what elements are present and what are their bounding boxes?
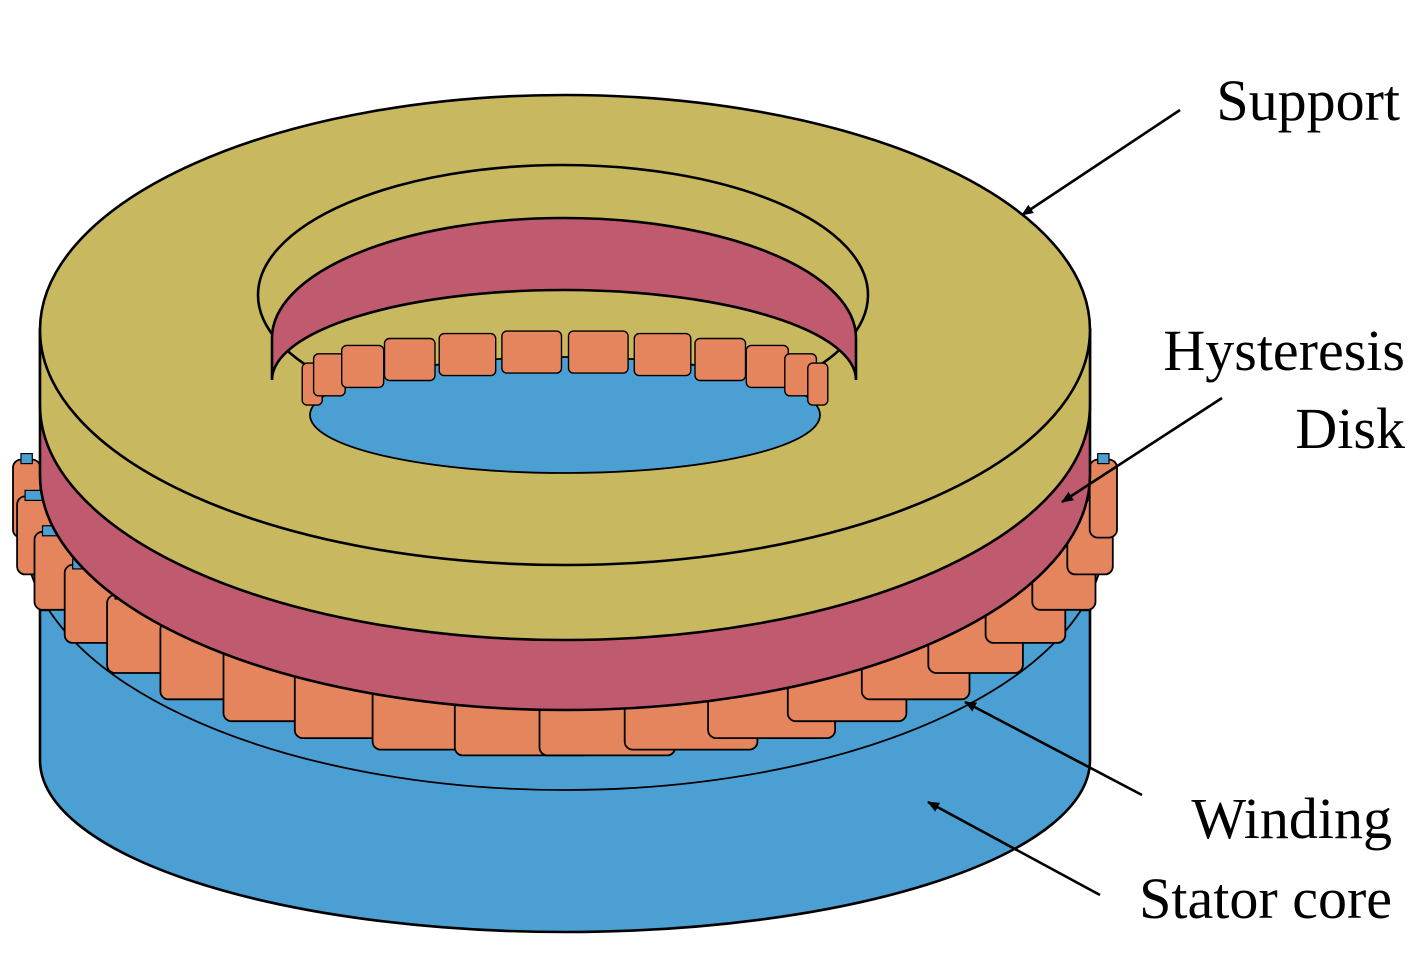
- inner-winding-coil: [633, 332, 692, 377]
- leader-arrows: [927, 108, 1223, 897]
- inner-winding-coil: [501, 330, 563, 374]
- winding-coil: [1088, 458, 1118, 539]
- winding-arrow: [964, 700, 1143, 797]
- winding-slot: [20, 453, 33, 465]
- hysteresis-label: Hysteresis: [1163, 318, 1405, 383]
- inner-winding-coil: [567, 330, 629, 374]
- inner-winding-coil: [438, 332, 497, 377]
- inner-winding-coil: [383, 337, 436, 382]
- disk-label: Disk: [1295, 396, 1405, 461]
- support-label: Support: [1216, 68, 1400, 133]
- hysteresis-arrow: [1061, 396, 1223, 504]
- winding-label: Winding: [1191, 786, 1392, 851]
- inner-winding-coil: [694, 337, 747, 382]
- support: [38, 93, 1092, 642]
- inner-winding-coil: [807, 362, 829, 406]
- winding-slot: [1097, 453, 1110, 465]
- inner-winding-coil: [341, 344, 385, 389]
- stator-core-label: Stator core: [1139, 866, 1392, 931]
- inner-winding-coil: [745, 344, 789, 389]
- support-arrow: [1021, 108, 1181, 217]
- inner-winding-coils: [301, 330, 829, 406]
- inner-winding-coil: [312, 353, 346, 397]
- stator-core-arrow: [927, 800, 1101, 897]
